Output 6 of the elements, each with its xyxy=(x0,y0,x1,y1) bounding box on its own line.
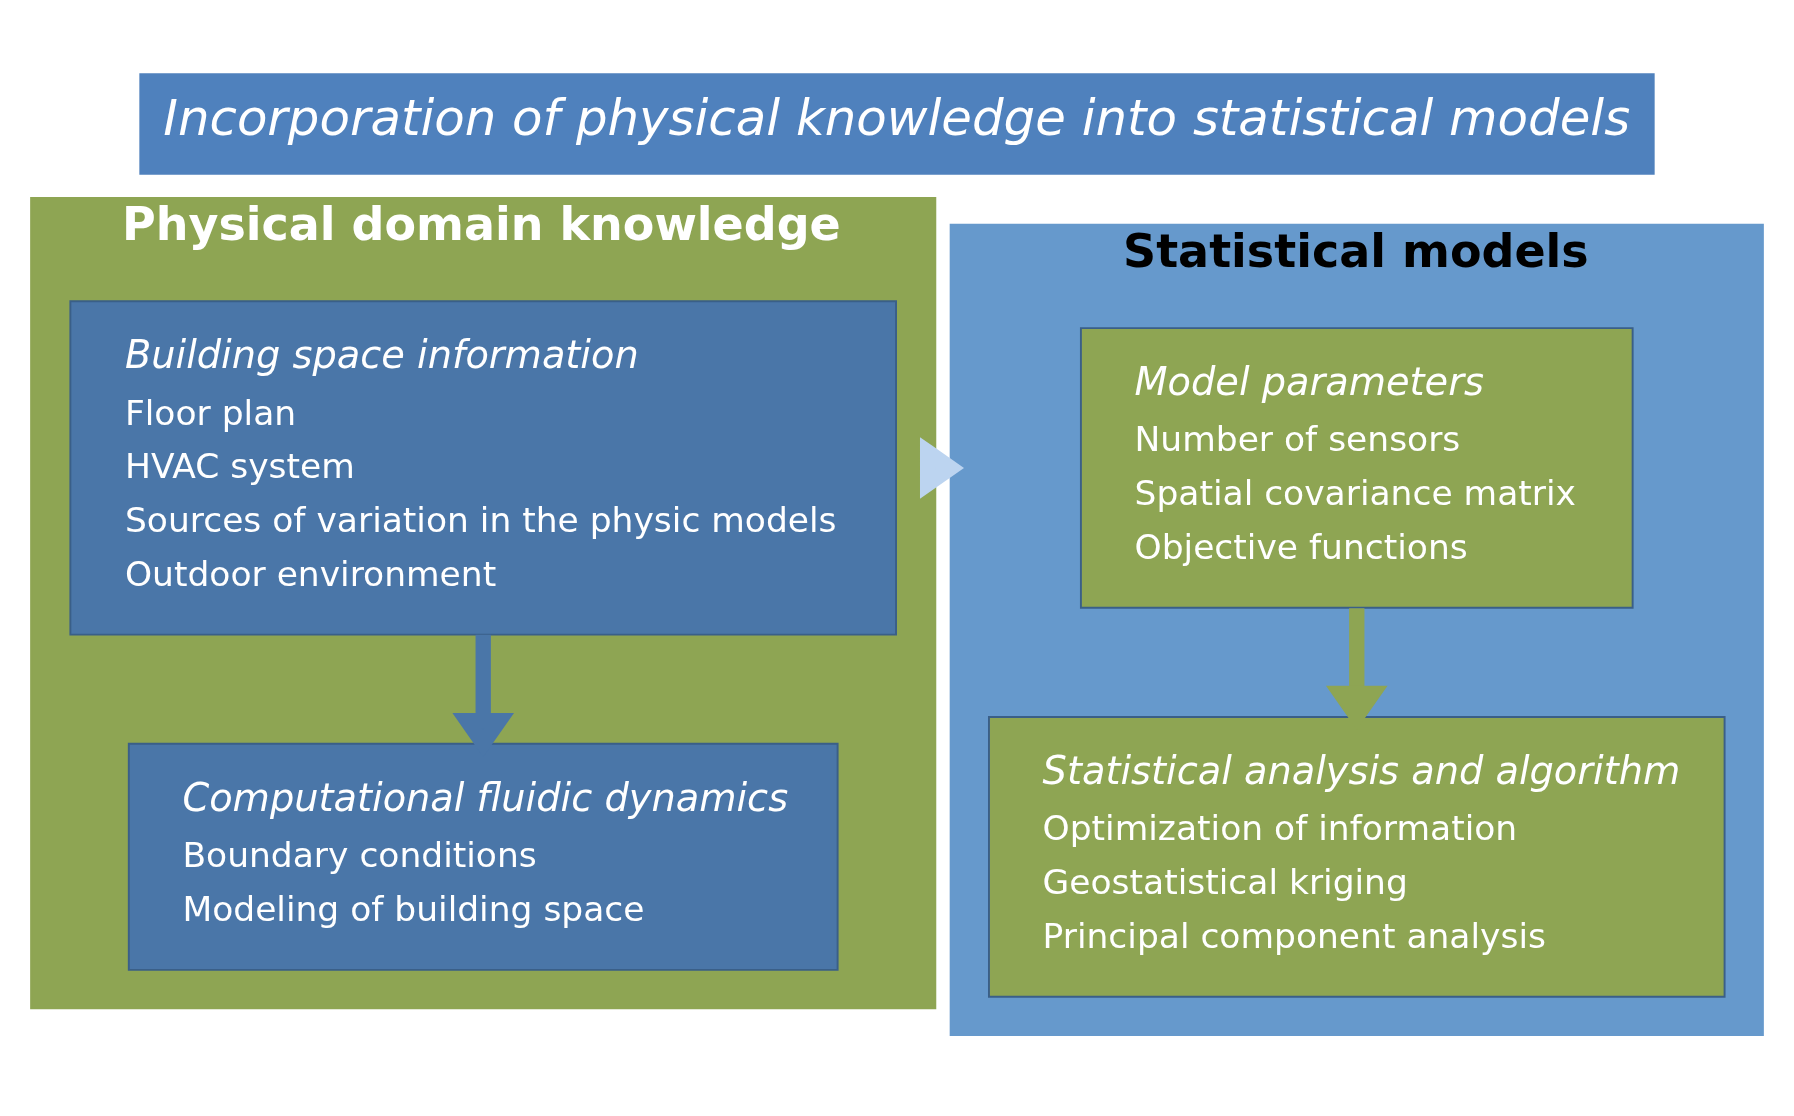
diagram-title: Incorporation of physical knowledge into statistical models xyxy=(163,89,1631,148)
node-box: Model parameters Number of sensors Spatial covariance matrix Objective functions xyxy=(1079,327,1634,609)
node-box: Computational fluidic dynamics Boundary conditions Modeling of building space xyxy=(127,742,839,971)
arrow xyxy=(920,437,964,499)
node-box: Statistical analysis and algorithm Optimization of information Geostatistical kriging Principal component analysis xyxy=(988,716,1726,998)
node-box: Building space information Floor plan HVAC system Sources of variation in the physic models Outdoor environment xyxy=(69,300,897,636)
